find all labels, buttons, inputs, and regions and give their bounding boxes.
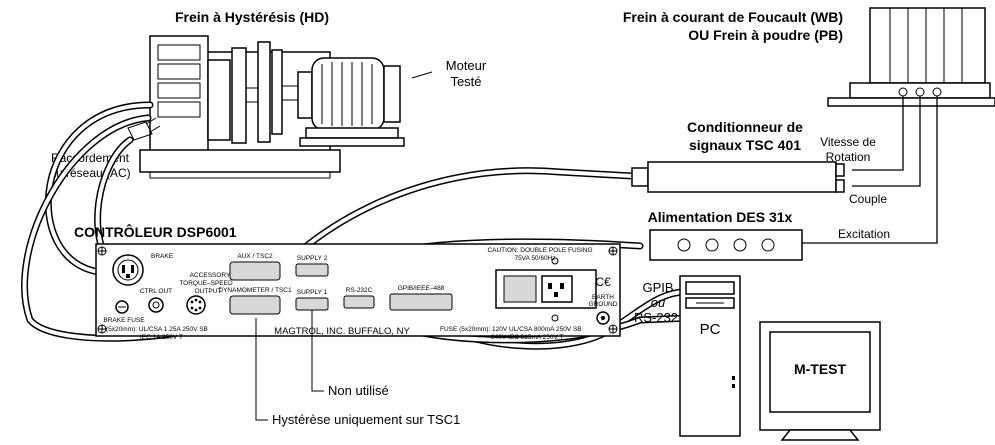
supply1-connector [295, 297, 329, 311]
panel-brake-label: BRAKE [151, 253, 174, 260]
controller-front-panel [95, 243, 621, 337]
accessory-output-connector [186, 295, 206, 315]
hysteresis-only-label: Hystérèse uniquement sur TSC1 [272, 412, 460, 427]
panel-fuse-left-line2: IEC 1A 250V T [140, 334, 183, 341]
rs232-label: RS-232 [634, 310, 678, 325]
wb-title-line2: OU Frein à poudre (PB) [688, 27, 843, 43]
mtest-label: M-TEST [794, 361, 847, 377]
panel-accessory-line2: TORQUE–SPEED [179, 280, 233, 287]
panel-supply2-label: SUPPLY 2 [297, 255, 328, 262]
pc-label: PC [700, 321, 721, 338]
supply2-connector [295, 263, 329, 277]
speed-label-line2: Rotation [826, 150, 871, 164]
pc-tower [679, 275, 741, 437]
not-used-label: Non utilisé [328, 383, 389, 398]
gpib-label: GPIB [642, 280, 673, 295]
panel-maker-label: MAGTROL, INC. BUFFALO, NY [274, 326, 410, 337]
panel-ctrl-out-label: CTRL OUT [140, 288, 172, 295]
power-supply-des31x [649, 229, 803, 261]
panel-aux-tsc2-label: AUX / TSC2 [237, 253, 273, 260]
motor-label-line1: Moteur [446, 58, 487, 73]
panel-supply1-label: SUPPLY 1 [297, 289, 328, 296]
dynamometer-tsc1-connector [229, 295, 281, 315]
panel-ce-mark: C€ [595, 275, 611, 289]
controller-title: CONTRÔLEUR DSP6001 [74, 223, 237, 240]
brake-connector [112, 254, 144, 286]
hd-title: Frein à Hystérésis (HD) [175, 9, 329, 25]
panel-earth-line1: EARTH [592, 294, 614, 301]
panel-accessory-line1: ACCESSORY [190, 272, 231, 279]
panel-dyn-tsc1-label: DYNAMOMETER / TSC1 [218, 287, 292, 294]
aux-tsc2-connector [229, 261, 281, 281]
ctrl-out-connector [148, 297, 164, 313]
monitor [759, 321, 881, 441]
panel-gpib-label: GPIB/IEEE–488 [398, 285, 445, 292]
panel-fuse-right-line2: 240V IEC 315mA 250V T [491, 334, 564, 341]
tested-motor [297, 57, 433, 147]
wb-title-line1: Frein à courant de Foucault (WB) [623, 9, 843, 25]
panel-accessory-line3: OUTPUT [195, 288, 222, 295]
tsc-title-line2: signaux TSC 401 [689, 137, 801, 153]
tsc-title-line1: Conditionneur de [687, 119, 803, 135]
ou-label: ou [651, 295, 665, 310]
panel-caution-line2: 75VA 50/60Hz [514, 255, 555, 262]
rs232c-port [343, 295, 375, 309]
callouts [255, 310, 324, 421]
panel-fuse-right-line1: FUSE (5x20mm): 120V UL/CSA 800mA 250V SB [440, 326, 582, 333]
gpib-port [389, 293, 453, 311]
torque-label: Couple [849, 192, 887, 206]
panel-labels: BRAKE AUX / TSC2 ACCESSORY TORQUE–SPEED … [103, 247, 617, 341]
panel-fuse-left-line1: (5x20mm): UL/CSA 1.25A 250V SB [106, 326, 208, 333]
panel-earth-line2: GROUND [589, 301, 618, 308]
panel-brake-fuse-label: BRAKE FUSE [103, 317, 145, 324]
excitation-label: Excitation [838, 227, 890, 241]
panel-caution-line1: CAUTION: DOUBLE POLE FUSING [487, 247, 592, 254]
speed-label-line1: Vitesse de [820, 135, 876, 149]
hysteresis-brake-assembly [139, 35, 341, 179]
panel-rs232c-label: RS-232C [346, 287, 373, 294]
eddy-current-brake [827, 7, 995, 107]
signal-conditioner-tsc401 [631, 161, 845, 193]
motor-label-line2: Testé [450, 74, 481, 89]
signal-lines [802, 96, 938, 244]
des-title: Alimentation DES 31x [648, 209, 793, 225]
